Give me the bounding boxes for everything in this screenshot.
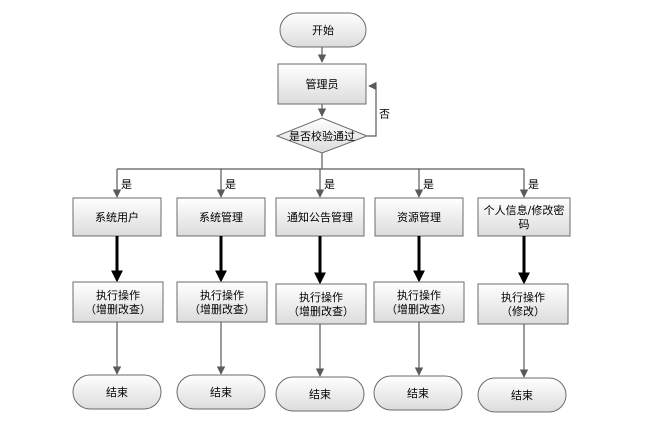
yes-label-3: 是 [324,178,335,191]
branches: 是系统用户执行操作（增删改查）结束是系统管理执行操作（增删改查）结束是通知公告管… [72,169,571,413]
admin-node: 管理员 [277,63,367,105]
end-node-5 [477,377,567,413]
end-label-4-line-1: 结束 [407,387,429,400]
decision-node: 是否校验通过 [275,117,369,154]
module-label-2-line-1: 系统管理 [199,210,243,224]
action-label-5-line-1: 执行操作 [501,290,545,304]
action-label-4-line-2: （增删改查） [386,302,452,316]
no-label: 否 [378,108,391,120]
end-node-1 [72,374,162,410]
end-label-1-line-1: 结束 [106,386,128,399]
module-label-3-line-1: 通知公告管理 [287,210,353,224]
action-box-5 [477,283,569,325]
action-box-2 [176,281,268,323]
action-label-2-line-2: （增删改查） [189,302,255,316]
end-label-3-line-1: 结束 [309,388,331,401]
module-label-1-line-1: 系统用户 [95,210,139,224]
start-label: 开始 [312,23,334,37]
module-box-1 [72,197,162,237]
decision-label: 是否校验通过 [289,129,355,143]
yes-label-2: 是 [225,178,236,191]
end-node-2 [176,374,266,410]
action-label-1-line-2: （增删改查） [85,302,151,316]
action-box-1 [72,281,164,323]
yes-label-1: 是 [121,178,132,191]
start-node: 开始 [279,12,367,48]
module-box-3 [275,197,365,237]
end-label-5-line-1: 结束 [511,389,533,402]
module-box-5 [477,197,571,237]
action-label-1-line-1: 执行操作 [96,288,140,302]
module-box-2 [176,197,266,237]
action-label-3-line-2: （增删改查） [288,304,354,318]
action-label-2-line-1: 执行操作 [200,288,244,302]
action-box-3 [275,283,367,325]
yes-label-4: 是 [423,178,434,191]
yes-label-5: 是 [528,178,539,191]
action-label-3-line-1: 执行操作 [299,290,343,304]
action-label-4-line-1: 执行操作 [397,288,441,302]
action-label-5-line-2: （修改） [501,304,545,318]
module-label-5-line-1: 个人信息/修改密 [484,203,565,217]
end-label-2-line-1: 结束 [210,386,232,399]
end-node-3 [275,376,365,412]
module-label-4-line-1: 资源管理 [397,210,441,224]
action-box-4 [373,281,465,323]
admin-label: 管理员 [306,77,339,91]
module-label-5-line-2: 码 [519,218,530,231]
end-node-4 [373,375,463,411]
